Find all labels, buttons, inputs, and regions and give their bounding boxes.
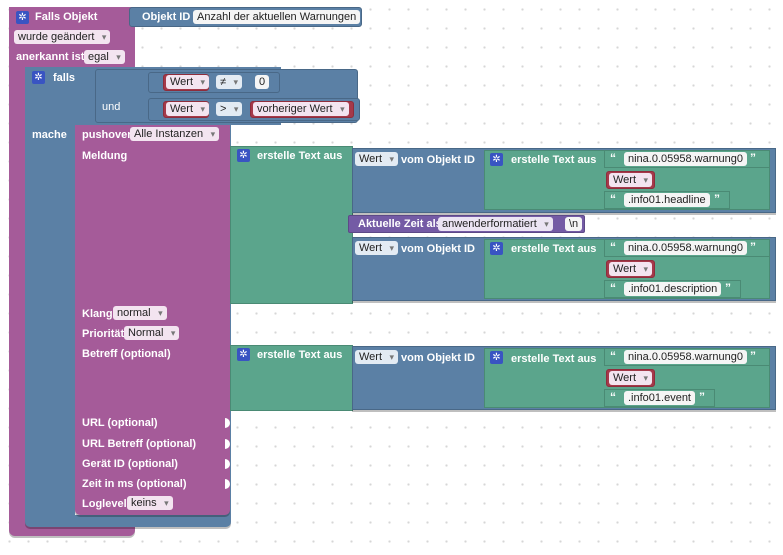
message-label: Meldung [82, 150, 128, 162]
value-dropdown[interactable]: Wert [166, 102, 210, 116]
url-subject-label: URL Betreff (optional) [82, 438, 197, 450]
pushover-title: pushover [82, 129, 132, 141]
quote-open-icon: “ [610, 390, 616, 404]
text-join-block[interactable] [230, 345, 353, 411]
of-object-label: vom Objekt ID [401, 154, 475, 166]
object-id-label: Objekt ID [142, 11, 191, 23]
value-type-dropdown[interactable]: Wert [355, 241, 399, 255]
quote-close-icon: ” [750, 349, 756, 363]
ack-dropdown[interactable]: egal [84, 50, 125, 64]
and-label: und [102, 101, 121, 113]
pushover-block[interactable] [75, 125, 230, 515]
ack-label: anerkannt ist [16, 51, 85, 63]
value-dropdown[interactable]: Wert [609, 371, 653, 385]
url-subject-input-slot[interactable] [225, 439, 230, 449]
text-join-label: erstelle Text aus [257, 150, 343, 162]
loglevel-dropdown[interactable]: keins [127, 496, 173, 510]
gear-icon[interactable]: ✲ [490, 153, 503, 166]
text-join-label: erstelle Text aus [511, 154, 597, 166]
text-join-block[interactable] [230, 146, 353, 304]
do-label: mache [32, 129, 67, 141]
device-label: Gerät ID (optional) [82, 458, 178, 470]
device-input-slot[interactable] [225, 459, 230, 469]
sound-label: Klang [82, 308, 113, 320]
quote-close-icon: ” [714, 192, 720, 206]
quote-open-icon: “ [610, 349, 616, 363]
value-type-dropdown[interactable]: Wert [355, 152, 399, 166]
quote-close-icon: ” [750, 151, 756, 165]
time-format-dropdown[interactable]: anwenderformatiert [438, 217, 553, 231]
priority-label: Priorität [82, 328, 125, 340]
of-object-label: vom Objekt ID [401, 243, 475, 255]
string-field[interactable]: .info01.headline [624, 193, 710, 207]
gear-icon[interactable]: ✲ [490, 351, 503, 364]
value-type-dropdown[interactable]: Wert [355, 350, 399, 364]
current-time-label: Aktuelle Zeit als [358, 218, 442, 230]
quote-open-icon: “ [610, 240, 616, 254]
loglevel-label: Loglevel [82, 498, 127, 510]
gear-icon[interactable]: ✲ [490, 242, 503, 255]
number-field[interactable]: 0 [255, 75, 270, 89]
quote-close-icon: ” [750, 240, 756, 254]
operator-dropdown[interactable]: ≠ [216, 75, 243, 89]
trigger-dropdown[interactable]: wurde geändert [14, 30, 111, 44]
object-id-field[interactable]: Anzahl der aktuellen Warnungen [193, 10, 361, 24]
text-join-label: erstelle Text aus [511, 243, 597, 255]
subject-label: Betreff (optional) [82, 348, 171, 360]
text-join-label: erstelle Text aus [511, 353, 597, 365]
value-dropdown[interactable]: Wert [609, 262, 653, 276]
instance-dropdown[interactable]: Alle Instanzen [130, 127, 220, 141]
newline-field[interactable]: \n [565, 217, 583, 231]
gear-icon[interactable]: ✲ [16, 11, 29, 24]
gear-icon[interactable]: ✲ [237, 348, 250, 361]
priority-dropdown[interactable]: Normal [124, 326, 180, 340]
string-field[interactable]: .info01.event [624, 391, 695, 405]
of-object-label: vom Objekt ID [401, 352, 475, 364]
time-input-slot[interactable] [225, 479, 230, 489]
text-join-label: erstelle Text aus [257, 349, 343, 361]
value-dropdown[interactable]: Wert [609, 173, 653, 187]
string-field[interactable]: nina.0.05958.warnung0 [624, 350, 747, 364]
previous-value-dropdown[interactable]: vorheriger Wert [253, 102, 349, 116]
quote-open-icon: “ [610, 192, 616, 206]
url-input-slot[interactable] [225, 418, 230, 428]
if-label: falls [53, 72, 76, 84]
url-label: URL (optional) [82, 417, 158, 429]
string-field[interactable]: nina.0.05958.warnung0 [624, 241, 747, 255]
sound-dropdown[interactable]: normal [113, 306, 167, 320]
quote-close-icon: ” [699, 390, 705, 404]
event-title: Falls Objekt [35, 11, 98, 23]
quote-close-icon: ” [725, 281, 731, 295]
gear-icon[interactable]: ✲ [32, 71, 45, 84]
operator-dropdown[interactable]: > [216, 102, 243, 116]
quote-open-icon: “ [610, 151, 616, 165]
time-label: Zeit in ms (optional) [82, 478, 187, 490]
string-field[interactable]: .info01.description [624, 282, 722, 296]
string-field[interactable]: nina.0.05958.warnung0 [624, 152, 747, 166]
quote-open-icon: “ [610, 281, 616, 295]
value-dropdown[interactable]: Wert [166, 75, 210, 89]
gear-icon[interactable]: ✲ [237, 149, 250, 162]
